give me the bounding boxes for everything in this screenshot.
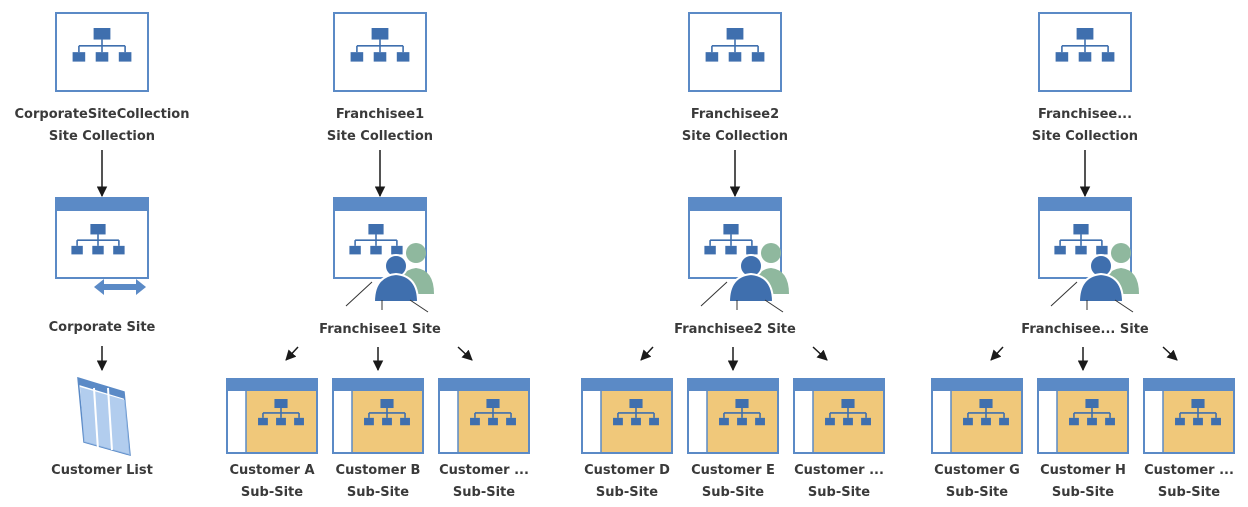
subsite-icon: [581, 378, 673, 454]
subsite-label: Customer ... Sub-Site: [739, 460, 939, 504]
collection-name-label: Franchisee...: [1037, 107, 1133, 122]
connector-line: [1114, 299, 1134, 313]
corporate-site-label: Corporate Site: [2, 317, 202, 339]
subsite-name-label: Customer B: [335, 463, 421, 478]
customer-list-label: Customer List: [2, 460, 202, 482]
franchisee-collection-label: Franchisee... Site Collection: [985, 104, 1185, 148]
subsite-icon: [332, 378, 424, 454]
franchisee-site-label: Franchisee... Site: [985, 319, 1185, 341]
franchisee3-collection-icon: [1038, 12, 1132, 92]
subsite-name-label: Customer ...: [794, 463, 884, 478]
customer-list-icon: [77, 376, 131, 457]
franchisee-site-label: Franchisee1 Site: [280, 319, 480, 341]
site-name-label: Corporate Site: [48, 320, 156, 335]
subsite-type-label: Sub-Site: [1157, 485, 1221, 500]
subsite-name-label: Customer ...: [439, 463, 529, 478]
collection-name-label: CorporateSiteCollection: [14, 107, 190, 122]
list-name-label: Customer List: [51, 463, 153, 478]
subsite-icon: [793, 378, 885, 454]
arrow-to-subsite: [990, 346, 1004, 361]
subsite-label: Customer ... Sub-Site: [384, 460, 584, 504]
subsite-icon: [931, 378, 1023, 454]
site-name-label: Franchisee1 Site: [319, 322, 441, 337]
franchisee2-site-icon: [688, 197, 789, 303]
subsite-type-label: Sub-Site: [346, 485, 410, 500]
connector-line: [764, 299, 784, 313]
site-name-label: Franchisee2 Site: [674, 322, 796, 337]
subsite-label: Customer G Sub-Site: [877, 460, 1077, 504]
collection-type-label: Site Collection: [681, 129, 789, 144]
corporate-collection-icon: [55, 12, 149, 92]
subsite-name-label: Customer G: [934, 463, 1020, 478]
subsite-label: Customer ... Sub-Site: [1089, 460, 1248, 504]
arrow-to-subsite: [1162, 346, 1178, 361]
subsite-label: Customer A Sub-Site: [172, 460, 372, 504]
subsite-name-label: Customer H: [1040, 463, 1126, 478]
subsite-icon: [226, 378, 318, 454]
subsite-icon: [1143, 378, 1235, 454]
subsite-type-label: Sub-Site: [945, 485, 1009, 500]
subsite-label: Customer B Sub-Site: [278, 460, 478, 504]
arrow-to-subsite: [457, 346, 473, 361]
subsite-label: Customer D Sub-Site: [527, 460, 727, 504]
subsite-type-label: Sub-Site: [452, 485, 516, 500]
collection-type-label: Site Collection: [1031, 129, 1139, 144]
subsite-type-label: Sub-Site: [807, 485, 871, 500]
connector-line: [700, 281, 728, 307]
connector-line: [1050, 281, 1078, 307]
subsite-type-label: Sub-Site: [240, 485, 304, 500]
subsite-icon: [687, 378, 779, 454]
arrow-to-subsite: [812, 346, 828, 361]
franchisee3-site-icon: [1038, 197, 1139, 303]
collection-name-label: Franchisee1: [335, 107, 425, 122]
subsite-name-label: Customer ...: [1144, 463, 1234, 478]
subsite-name-label: Customer E: [691, 463, 775, 478]
subsite-icon: [438, 378, 530, 454]
subsite-name-label: Customer A: [229, 463, 315, 478]
collection-type-label: Site Collection: [326, 129, 434, 144]
arrow-to-subsite: [640, 346, 654, 361]
collection-type-label: Site Collection: [48, 129, 156, 144]
collection-name-label: Franchisee2: [690, 107, 780, 122]
arrow-to-subsite: [285, 346, 299, 361]
subsite-label: Customer E Sub-Site: [633, 460, 833, 504]
franchisee2-collection-icon: [688, 12, 782, 92]
franchisee1-site-icon: [333, 197, 434, 303]
subsite-name-label: Customer D: [584, 463, 670, 478]
corporate-site-icon: [55, 197, 149, 295]
franchisee-site-label: Franchisee2 Site: [635, 319, 835, 341]
connector-line: [409, 299, 429, 313]
subsite-type-label: Sub-Site: [701, 485, 765, 500]
subsite-icon: [1037, 378, 1129, 454]
subsite-type-label: Sub-Site: [595, 485, 659, 500]
subsite-type-label: Sub-Site: [1051, 485, 1115, 500]
site-name-label: Franchisee... Site: [1021, 322, 1149, 337]
franchisee1-collection-icon: [333, 12, 427, 92]
subsite-label: Customer H Sub-Site: [983, 460, 1183, 504]
connector-line: [345, 281, 373, 307]
